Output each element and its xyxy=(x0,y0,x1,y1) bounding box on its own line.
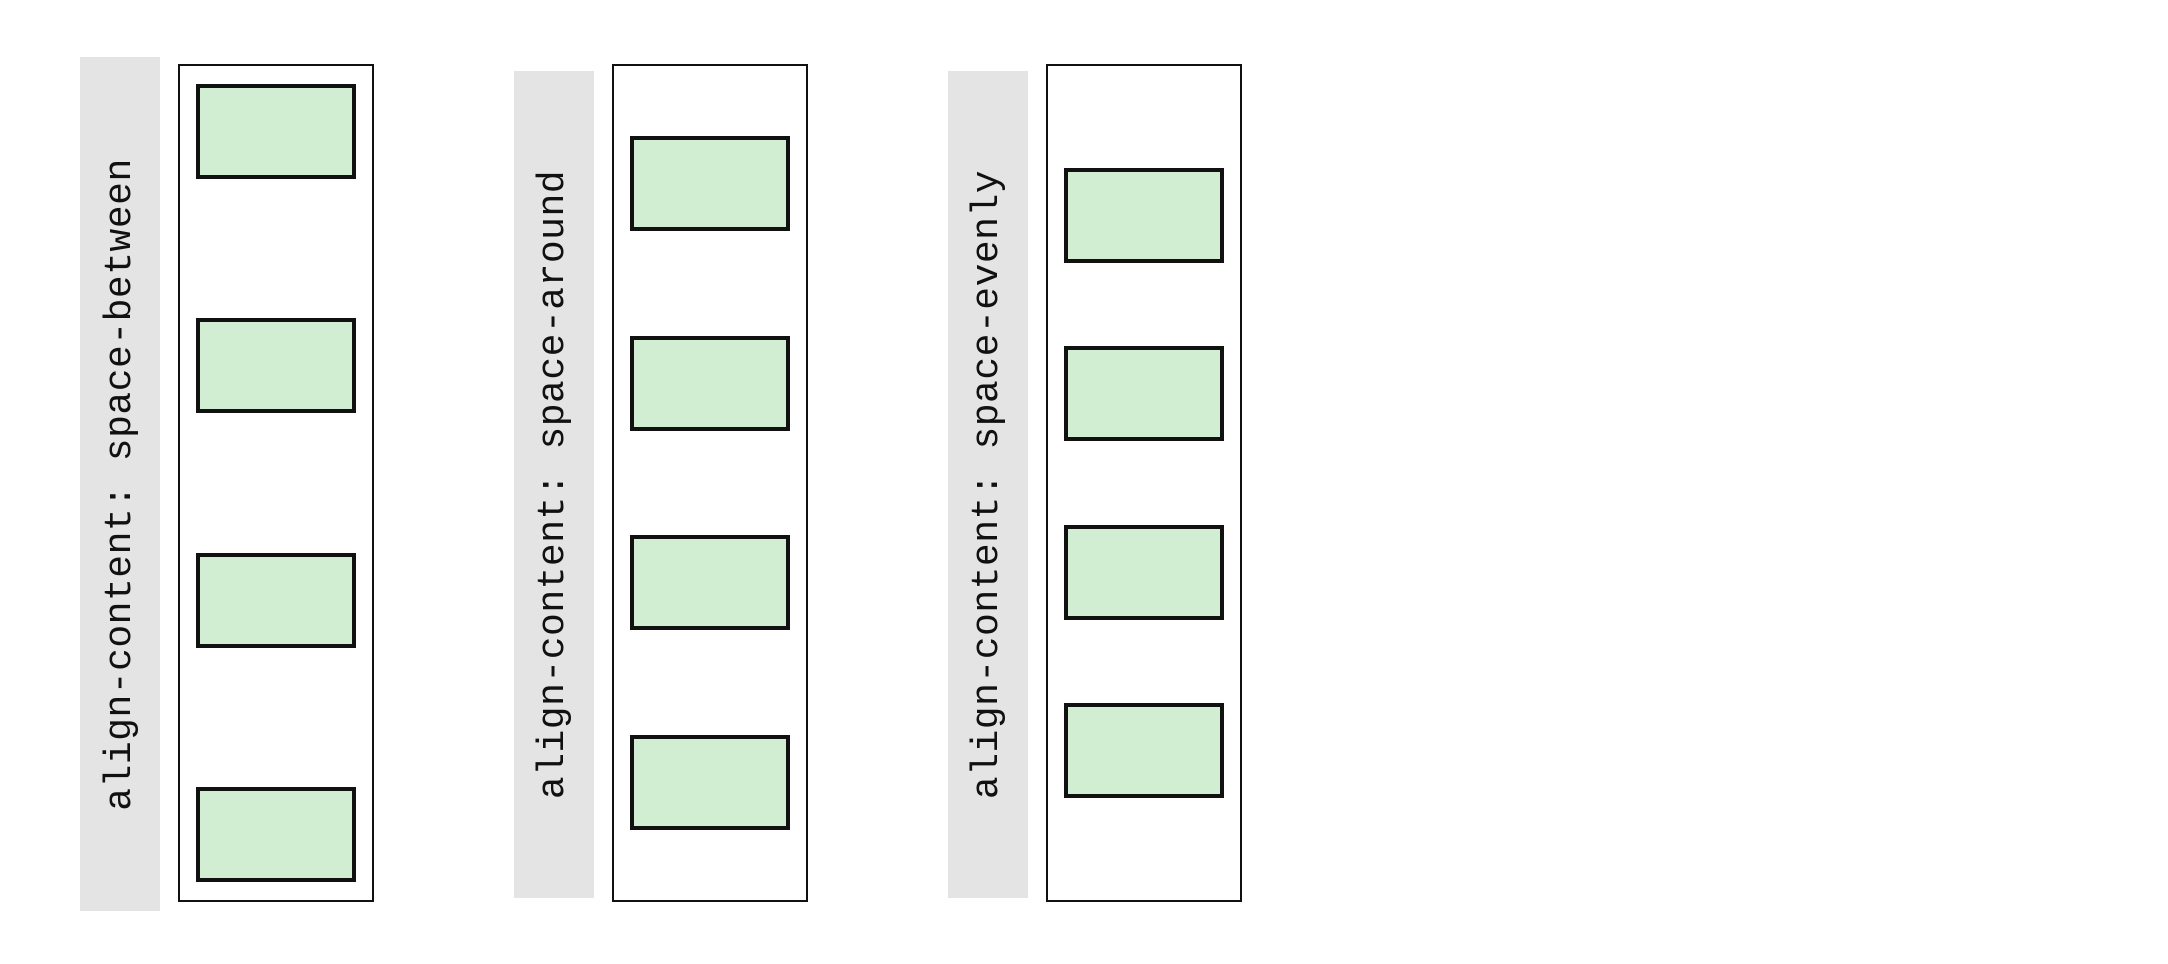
flex-item-box xyxy=(630,136,790,232)
flex-item-box xyxy=(630,734,790,830)
label-bar-space-around: align-content: space-around xyxy=(514,71,594,898)
flex-item-box xyxy=(196,318,356,414)
label-text-space-around: align-content: space-around xyxy=(532,169,576,800)
flex-item-box xyxy=(630,535,790,631)
flex-item-box xyxy=(1064,167,1224,263)
label-text-space-between: align-content: space-between xyxy=(98,157,142,811)
flex-item-box xyxy=(196,84,356,179)
flex-container-space-between xyxy=(178,64,374,902)
flex-item-box xyxy=(196,786,356,882)
flex-container-space-around xyxy=(612,64,808,902)
flex-item-box xyxy=(1064,703,1224,799)
label-bar-space-between: align-content: space-between xyxy=(80,57,160,911)
flex-item-box xyxy=(196,552,356,648)
label-text-space-evenly: align-content: space-evenly xyxy=(966,169,1010,800)
flex-item-box xyxy=(630,335,790,431)
flex-item-box xyxy=(1064,346,1224,442)
flex-item-box xyxy=(1064,524,1224,620)
flex-container-space-evenly xyxy=(1046,64,1242,902)
label-bar-space-evenly: align-content: space-evenly xyxy=(948,71,1028,898)
